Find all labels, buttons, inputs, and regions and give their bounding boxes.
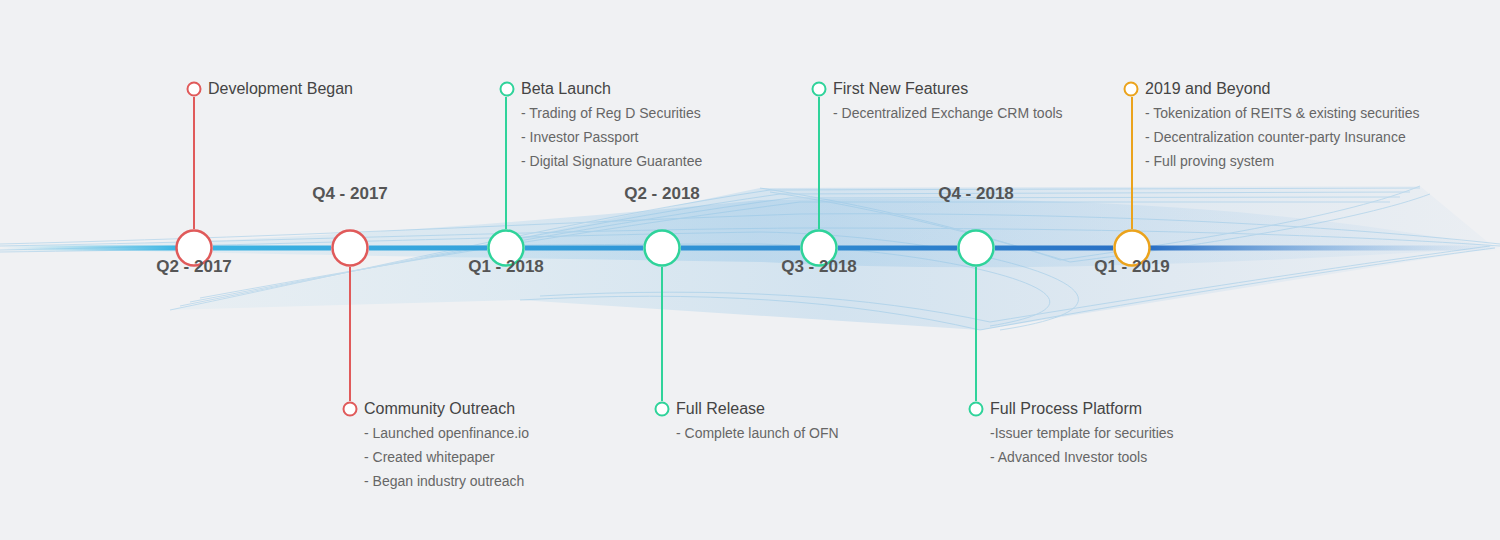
callout-marker-shape: [501, 83, 514, 96]
milestone-heading: Community Outreach: [364, 397, 529, 421]
callout-marker: [499, 81, 515, 97]
milestone-circle: Q1 - 2019: [1113, 229, 1151, 267]
leader-line: [349, 267, 351, 401]
timeline-bar: [681, 246, 800, 251]
callout-texts: Community Outreach- Launched openfinance…: [342, 397, 529, 493]
milestone-callout: 2019 and Beyond- Tokenization of REITS &…: [1123, 77, 1419, 173]
milestone-ring-shape: [333, 231, 368, 266]
callout-marker: [342, 401, 358, 417]
timeline-bar: [838, 246, 957, 251]
quarter-label: Q3 - 2018: [781, 257, 857, 277]
callout-marker: [1123, 81, 1139, 97]
callout-marker: [186, 81, 202, 97]
milestone-circle: Q2 - 2017: [175, 229, 213, 267]
leader-line: [193, 97, 195, 229]
milestone-bullet: - Decentralized Exchange CRM tools: [833, 101, 1063, 125]
milestone-callout: Development Began: [186, 77, 353, 101]
quarter-label: Q1 - 2019: [1094, 257, 1170, 277]
callout-marker-shape: [656, 403, 669, 416]
leader-line: [505, 97, 507, 229]
milestone-ring: [643, 229, 681, 267]
milestone-bullet: - Began industry outreach: [364, 469, 529, 493]
milestone-callout: Full Process Platform-Issuer template fo…: [968, 397, 1174, 469]
callout-marker-shape: [1125, 83, 1138, 96]
callout-marker: [811, 81, 827, 97]
milestone-callout: Community Outreach- Launched openfinance…: [342, 397, 529, 493]
quarter-label: Q4 - 2018: [938, 184, 1014, 204]
callout-marker-shape: [344, 403, 357, 416]
callout-texts: Full Process Platform-Issuer template fo…: [968, 397, 1174, 469]
milestone-circle: Q4 - 2017: [331, 229, 369, 267]
timeline-bar: [995, 246, 1113, 251]
milestone-heading: Development Began: [208, 77, 353, 101]
callout-texts: Development Began: [186, 77, 353, 101]
leader-line: [818, 97, 820, 229]
milestone-ring: [331, 229, 369, 267]
milestone-bullet: - Trading of Reg D Securities: [521, 101, 702, 125]
milestone-callout: Beta Launch- Trading of Reg D Securities…: [499, 77, 702, 173]
milestone-ring-shape: [645, 231, 680, 266]
callout-texts: Full Release- Complete launch of OFN: [654, 397, 839, 445]
milestone-bullet: - Complete launch of OFN: [676, 421, 839, 445]
callout-marker: [654, 401, 670, 417]
milestone-bullet: - Full proving system: [1145, 149, 1419, 173]
leader-line: [1131, 97, 1133, 229]
milestone-callout: First New Features- Decentralized Exchan…: [811, 77, 1063, 125]
milestone-circle: Q1 - 2018: [487, 229, 525, 267]
wave-band: [0, 186, 1500, 330]
callout-texts: Beta Launch- Trading of Reg D Securities…: [499, 77, 702, 173]
milestone-bullet: - Digital Signature Guarantee: [521, 149, 702, 173]
milestone-bullet: - Created whitepaper: [364, 445, 529, 469]
milestone-circle: Q4 - 2018: [957, 229, 995, 267]
timeline-bar: [525, 246, 643, 251]
callout-texts: 2019 and Beyond- Tokenization of REITS &…: [1123, 77, 1419, 173]
milestone-callout: Full Release- Complete launch of OFN: [654, 397, 839, 445]
milestone-heading: Beta Launch: [521, 77, 702, 101]
quarter-label: Q1 - 2018: [468, 257, 544, 277]
milestone-bullet: - Advanced Investor tools: [990, 445, 1174, 469]
quarter-label: Q4 - 2017: [312, 184, 388, 204]
quarter-label: Q2 - 2017: [156, 257, 232, 277]
callout-marker-shape: [813, 83, 826, 96]
milestone-bullet: - Tokenization of REITS & existing secur…: [1145, 101, 1419, 125]
quarter-label: Q2 - 2018: [624, 184, 700, 204]
timeline-bar-end: [1150, 246, 1500, 251]
milestone-heading: First New Features: [833, 77, 1063, 101]
milestone-ring: [957, 229, 995, 267]
milestone-ring-shape: [959, 231, 994, 266]
callout-marker-shape: [970, 403, 983, 416]
timeline-bar-start: [0, 246, 176, 251]
callout-marker: [968, 401, 984, 417]
milestone-bullet: - Launched openfinance.io: [364, 421, 529, 445]
milestone-heading: Full Process Platform: [990, 397, 1174, 421]
milestone-heading: Full Release: [676, 397, 839, 421]
milestone-heading: 2019 and Beyond: [1145, 77, 1419, 101]
leader-line: [975, 267, 977, 401]
milestone-bullet: - Investor Passport: [521, 125, 702, 149]
leader-line: [661, 267, 663, 401]
milestone-bullet: - Decentralization counter-party Insuran…: [1145, 125, 1419, 149]
timeline-bar: [213, 246, 331, 251]
callout-texts: First New Features- Decentralized Exchan…: [811, 77, 1063, 125]
timeline-bar: [369, 246, 487, 251]
milestone-circle: Q3 - 2018: [800, 229, 838, 267]
callout-marker-shape: [188, 83, 201, 96]
milestone-bullet: -Issuer template for securities: [990, 421, 1174, 445]
milestone-circle: Q2 - 2018: [643, 229, 681, 267]
